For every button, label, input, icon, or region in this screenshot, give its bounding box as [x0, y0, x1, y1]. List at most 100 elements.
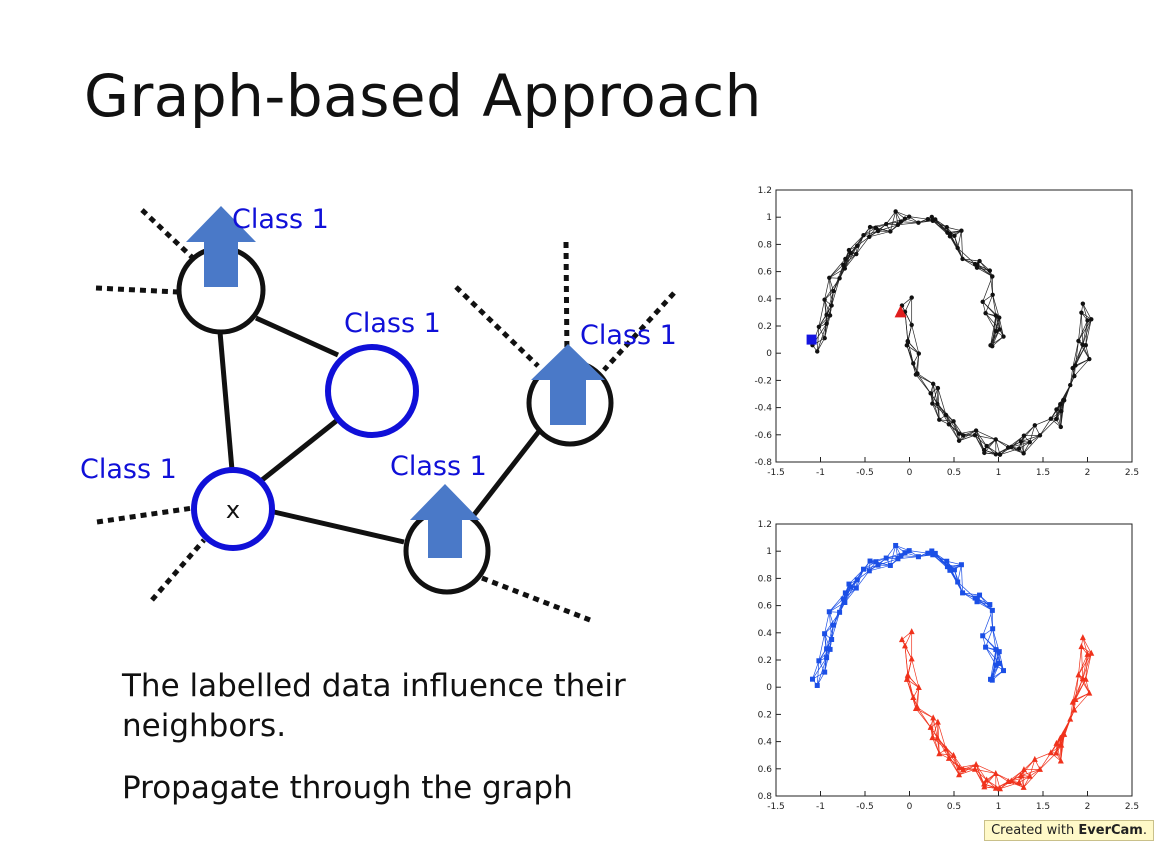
graph-edge: [932, 721, 939, 738]
graph-edge: [829, 268, 846, 279]
graph-edge: [816, 326, 820, 352]
data-point: [1086, 689, 1093, 696]
graph-edge: [895, 211, 910, 217]
dashed-edge: [96, 505, 194, 525]
data-point: [951, 567, 957, 573]
graph-edge: [1075, 345, 1087, 366]
graph-edge: [824, 299, 827, 315]
data-point: [1057, 734, 1064, 741]
dashed-edge: [563, 241, 570, 361]
data-point: [956, 771, 963, 778]
graph-edge: [1078, 319, 1092, 342]
graph-edge: [844, 245, 858, 269]
y-tick-label: -0.8: [754, 458, 772, 468]
data-point: [993, 313, 999, 318]
data-point: [1026, 772, 1033, 779]
graph-edge: [829, 592, 846, 612]
data-point: [884, 221, 889, 227]
data-point: [925, 217, 931, 222]
graph-edge: [877, 224, 899, 232]
graph-edge: [962, 592, 980, 596]
data-point: [993, 437, 998, 442]
graph-edge: [1078, 312, 1082, 341]
data-point: [1084, 650, 1091, 657]
propagation-arrow-icon: [410, 484, 480, 558]
graph-edge: [982, 276, 993, 302]
x-tick-label: 2: [1085, 802, 1091, 812]
data-point: [906, 548, 912, 554]
graph-edge: [1034, 418, 1052, 426]
class-label: Class 1: [580, 320, 677, 351]
graph-edge: [1082, 653, 1092, 679]
data-point: [980, 299, 985, 304]
data-point: [1061, 397, 1066, 403]
data-point: [972, 261, 978, 267]
data-point: [861, 233, 866, 238]
data-point: [861, 566, 867, 572]
data-point: [929, 214, 935, 220]
data-point: [888, 229, 893, 234]
data-point: [1059, 408, 1064, 414]
data-point: [904, 343, 910, 348]
graph-edge: [844, 253, 857, 269]
graph-edge: [1074, 358, 1090, 377]
bullet-propagate: Propagate through the graph: [122, 770, 573, 806]
graph-edge: [856, 236, 870, 255]
graph-edge: [1075, 358, 1090, 366]
graph-edge: [831, 278, 840, 306]
graph-edge: [1062, 384, 1071, 401]
graph-edge: [828, 277, 834, 292]
graph-edge: [829, 258, 846, 278]
data-point: [960, 256, 965, 262]
graph-edge: [863, 227, 877, 236]
data-point: [893, 209, 898, 214]
y-tick-label: -0.4: [754, 404, 772, 414]
x-tick-label: 2.5: [1125, 802, 1139, 812]
data-point: [947, 565, 953, 571]
graph-edge: [856, 236, 870, 247]
data-point: [947, 234, 953, 239]
graph-edge: [877, 558, 899, 566]
data-point: [898, 553, 904, 559]
data-point: [854, 251, 859, 257]
data-point: [842, 266, 848, 271]
graph-edge: [907, 341, 920, 354]
data-point: [840, 596, 846, 602]
graph-edge: [906, 345, 920, 354]
graph-edge: [963, 430, 977, 436]
watermark-suffix: .: [1142, 823, 1147, 838]
y-tick-label: 0.6: [758, 268, 773, 278]
data-point: [960, 590, 966, 596]
data-point: [827, 275, 832, 280]
data-point: [887, 562, 893, 568]
data-point: [822, 669, 828, 675]
class-label: Class 1: [80, 454, 177, 485]
data-point: [987, 602, 993, 608]
data-point: [1016, 446, 1022, 451]
y-tick-label: 0.8: [758, 240, 773, 250]
graph-edge: [962, 258, 980, 262]
data-point: [883, 555, 889, 561]
graph-edge: [939, 753, 954, 756]
data-point: [956, 764, 963, 771]
graph-edge: [957, 581, 976, 599]
data-point: [981, 780, 988, 787]
graph-edge: [1075, 344, 1084, 366]
edge: [260, 416, 342, 482]
data-point: [898, 636, 905, 643]
graph-edge: [962, 258, 976, 265]
data-point: [902, 216, 908, 221]
graph-edge: [1039, 418, 1052, 436]
data-point: [1016, 779, 1023, 786]
graph-edge: [939, 419, 954, 422]
graph-edge: [1039, 418, 1057, 436]
graph-edge: [937, 387, 947, 416]
data-point: [930, 714, 937, 721]
dashed-edge: [481, 575, 591, 623]
graph-edge: [937, 403, 950, 425]
graph-edge: [1020, 769, 1041, 776]
data-point: [842, 590, 848, 596]
dashed-edge: [140, 208, 197, 262]
